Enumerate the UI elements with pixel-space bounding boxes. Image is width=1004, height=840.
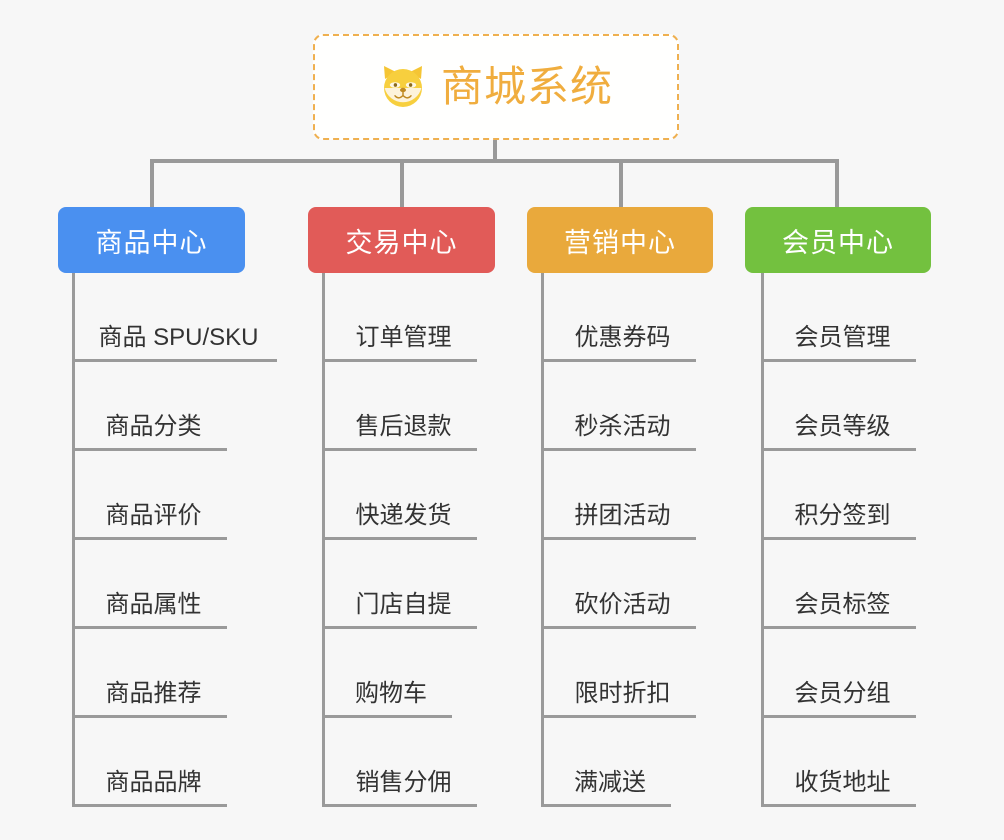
leaf-item[interactable]: 优惠券码 — [541, 273, 696, 362]
connector-drop-3 — [619, 159, 623, 209]
leaf-item[interactable]: 砍价活动 — [541, 540, 696, 629]
leaf-item[interactable]: 会员分组 — [761, 629, 916, 718]
category-title: 营销中心 — [564, 227, 676, 258]
category-title: 交易中心 — [345, 227, 458, 258]
leaf-item[interactable]: 购物车 — [322, 629, 452, 718]
leaf-item-label: 会员等级 — [794, 412, 891, 440]
leaf-item-label: 积分签到 — [794, 501, 891, 529]
column-rail — [72, 273, 75, 807]
leaf-item-label: 收货地址 — [794, 768, 891, 796]
connector-root-stem — [493, 140, 497, 163]
root-node-title: 商城系统 — [440, 63, 613, 110]
leaf-item[interactable]: 快递发货 — [322, 451, 477, 540]
connector-drop-4 — [835, 159, 839, 209]
connector-drop-2 — [400, 159, 404, 209]
leaf-item[interactable]: 商品评价 — [72, 451, 227, 540]
leaf-item-label: 优惠券码 — [574, 323, 671, 351]
leaf-item-label: 销售分佣 — [355, 768, 452, 796]
leaf-item-label: 商品评价 — [105, 501, 202, 529]
leaf-column-marketing-center: 优惠券码 秒杀活动 拼团活动 砍价活动 限时折扣 满减送 — [541, 273, 696, 807]
leaf-item[interactable]: 满减送 — [541, 718, 671, 807]
leaf-item[interactable]: 秒杀活动 — [541, 362, 696, 451]
leaf-item-label: 会员分组 — [794, 679, 891, 707]
connector-drop-1 — [150, 159, 154, 209]
leaf-item-label: 商品品牌 — [105, 768, 202, 796]
leaf-item-label: 砍价活动 — [574, 590, 671, 618]
category-box-product-center[interactable]: 商品中心 — [58, 207, 245, 273]
leaf-item[interactable]: 商品分类 — [72, 362, 227, 451]
connector-horizontal-bus — [150, 159, 838, 163]
leaf-item-label: 满减送 — [574, 768, 646, 796]
leaf-item-label: 会员标签 — [794, 590, 891, 618]
category-box-marketing-center[interactable]: 营销中心 — [527, 207, 713, 273]
leaf-item[interactable]: 会员标签 — [761, 540, 916, 629]
root-node-mall-system[interactable]: 商城系统 — [313, 34, 679, 140]
leaf-item-label: 订单管理 — [355, 323, 452, 351]
column-rail — [541, 273, 544, 807]
leaf-column-member-center: 会员管理 会员等级 积分签到 会员标签 会员分组 收货地址 — [761, 273, 916, 807]
leaf-item-label: 商品属性 — [105, 590, 202, 618]
leaf-item-label: 门店自提 — [355, 590, 452, 618]
leaf-item[interactable]: 会员管理 — [761, 273, 916, 362]
leaf-item-label: 商品推荐 — [105, 679, 202, 707]
leaf-item-label: 会员管理 — [794, 323, 891, 351]
category-title: 会员中心 — [782, 227, 894, 258]
category-box-member-center[interactable]: 会员中心 — [745, 207, 931, 273]
leaf-item[interactable]: 拼团活动 — [541, 451, 696, 540]
leaf-item-label: 商品 SPU/SKU — [98, 323, 259, 351]
leaf-item[interactable]: 收货地址 — [761, 718, 916, 807]
leaf-item-label: 快递发货 — [355, 501, 452, 529]
leaf-item-label: 商品分类 — [105, 412, 202, 440]
leaf-column-transaction-center: 订单管理 售后退款 快递发货 门店自提 购物车 销售分佣 — [322, 273, 477, 807]
leaf-item[interactable]: 售后退款 — [322, 362, 477, 451]
leaf-column-product-center: 商品 SPU/SKU 商品分类 商品评价 商品属性 商品推荐 商品品牌 — [72, 273, 277, 807]
leaf-item[interactable]: 商品品牌 — [72, 718, 227, 807]
category-box-transaction-center[interactable]: 交易中心 — [308, 207, 495, 273]
leaf-item-label: 购物车 — [355, 679, 427, 707]
column-rail — [322, 273, 325, 807]
leaf-item[interactable]: 商品 SPU/SKU — [72, 273, 277, 362]
leaf-item[interactable]: 门店自提 — [322, 540, 477, 629]
leaf-item-label: 售后退款 — [355, 412, 452, 440]
leaf-item-label: 秒杀活动 — [574, 412, 671, 440]
category-title: 商品中心 — [95, 227, 208, 258]
leaf-item[interactable]: 商品推荐 — [72, 629, 227, 718]
column-rail — [761, 273, 764, 807]
leaf-item-label: 拼团活动 — [574, 501, 671, 529]
leaf-item[interactable]: 商品属性 — [72, 540, 227, 629]
leaf-item[interactable]: 销售分佣 — [322, 718, 477, 807]
leaf-item[interactable]: 限时折扣 — [541, 629, 696, 718]
leaf-item[interactable]: 积分签到 — [761, 451, 916, 540]
leaf-item[interactable]: 订单管理 — [322, 273, 477, 362]
leaf-item[interactable]: 会员等级 — [761, 362, 916, 451]
shiba-dog-face-icon — [379, 63, 427, 111]
leaf-item-label: 限时折扣 — [574, 679, 671, 707]
